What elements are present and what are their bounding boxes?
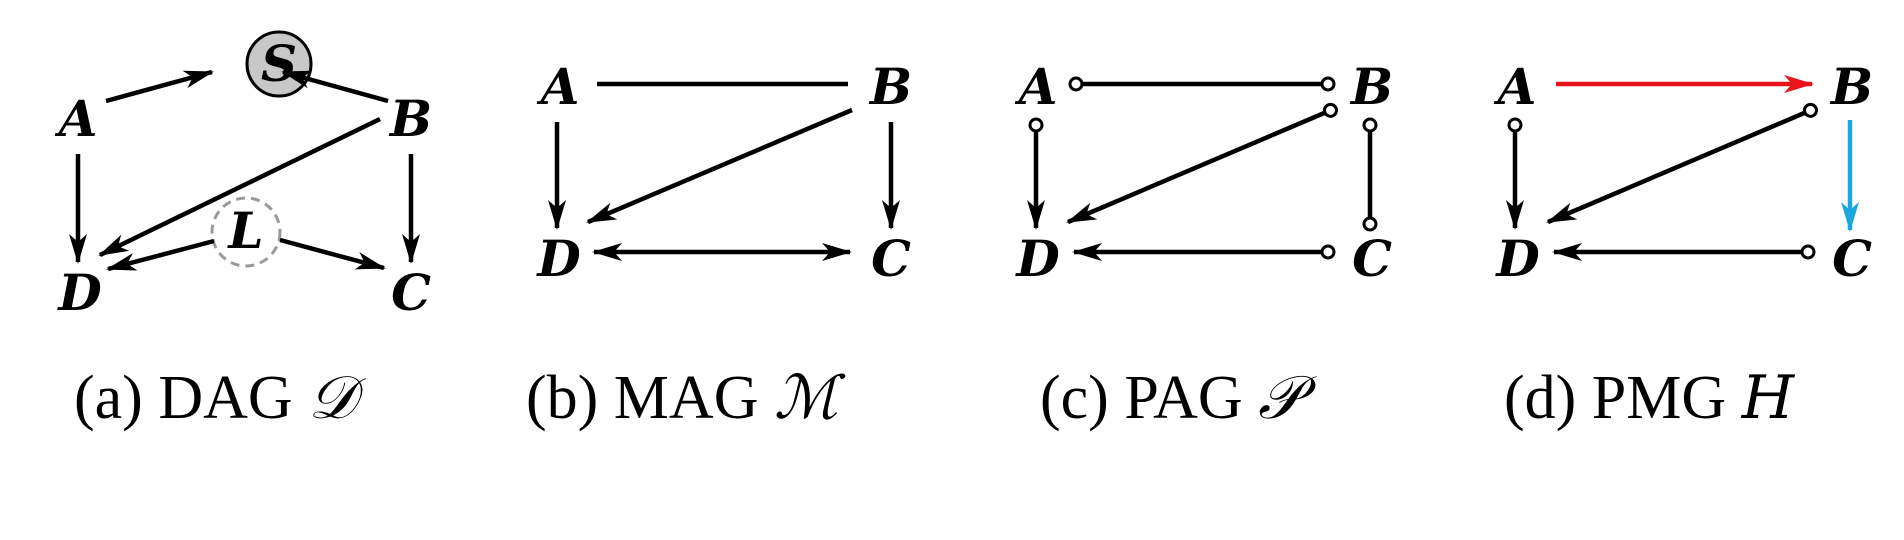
node-c-label: C: [1832, 229, 1872, 288]
node-b-label: B: [1829, 57, 1873, 116]
panel-a-dag: S L A B D C (a) DAG 𝒟: [55, 30, 432, 433]
node-d-label: D: [535, 229, 580, 288]
node-b-label: B: [388, 89, 432, 148]
node-b-label: B: [868, 57, 912, 116]
caption-a: (a) DAG 𝒟: [74, 363, 366, 433]
edge-b-to-d: [98, 116, 381, 258]
panel-d-pmg: A B D C (d) PMG H: [1494, 57, 1874, 433]
node-c-label: C: [871, 229, 911, 288]
node-a-label: A: [55, 89, 98, 148]
edge-b-to-d-circle-arrow: [1066, 102, 1338, 225]
node-a-label: A: [537, 57, 580, 116]
node-c-label: C: [1352, 229, 1392, 288]
node-l-circle: [210, 196, 282, 268]
node-s-label: S: [261, 34, 297, 93]
node-a-label: A: [1494, 57, 1537, 116]
panel-b-mag: A B D C (b) MAG ℳ: [526, 57, 912, 433]
caption-c: (c) PAG 𝒫: [1040, 363, 1317, 433]
node-b-label: B: [1349, 57, 1393, 116]
edge-l-to-c: [279, 237, 386, 271]
panel-c-pag: A B D C (c) PAG 𝒫: [1014, 57, 1393, 433]
edge-a-to-s: [105, 69, 214, 104]
node-c-label: C: [391, 263, 431, 322]
node-a-label: A: [1015, 57, 1058, 116]
caption-d: (d) PMG H: [1504, 363, 1796, 433]
edge-b-to-s: [281, 69, 389, 104]
node-d-label: D: [56, 263, 101, 322]
node-d-label: D: [1014, 229, 1059, 288]
edge-l-to-d: [106, 238, 215, 272]
node-l-label: L: [226, 201, 263, 260]
caption-b: (b) MAG ℳ: [526, 363, 846, 433]
node-d-label: D: [1494, 229, 1539, 288]
edge-b-to-d: [586, 107, 853, 225]
edge-b-to-d-circle-arrow: [1546, 102, 1818, 225]
